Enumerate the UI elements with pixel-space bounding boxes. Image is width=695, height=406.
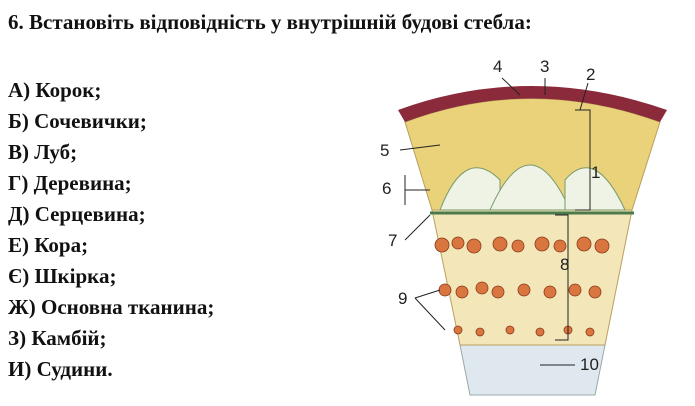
label-1: 1 <box>591 163 600 182</box>
label-9: 9 <box>398 289 407 308</box>
option-a: А) Корок; <box>8 75 214 106</box>
option-h: Г) Деревина; <box>8 168 214 199</box>
option-v: В) Луб; <box>8 137 214 168</box>
label-3: 3 <box>540 57 549 76</box>
leader-7 <box>405 215 430 240</box>
label-6: 6 <box>382 179 391 198</box>
option-zh: Ж) Основна тканина; <box>8 292 214 323</box>
label-7: 7 <box>388 231 397 250</box>
option-ye: Є) Шкірка; <box>8 261 214 292</box>
options-list: А) Корок; Б) Сочевички; В) Луб; Г) Дерев… <box>8 75 214 385</box>
option-b: Б) Сочевички; <box>8 106 214 137</box>
leader-9 <box>415 290 445 330</box>
label-4: 4 <box>493 57 502 76</box>
question-title: 6. Встановіть відповідність у внутрішній… <box>8 10 532 35</box>
option-z: З) Камбій; <box>8 323 214 354</box>
label-5: 5 <box>380 141 389 160</box>
label-2: 2 <box>586 65 595 84</box>
option-d: Д) Серцевина; <box>8 199 214 230</box>
label-10: 10 <box>580 355 599 374</box>
option-y: И) Судини. <box>8 354 214 385</box>
option-e: Е) Кора; <box>8 230 214 261</box>
stem-diagram: 1 2 3 4 5 6 7 8 9 10 <box>370 50 690 400</box>
label-8: 8 <box>560 255 569 274</box>
wood-layer <box>432 210 632 345</box>
